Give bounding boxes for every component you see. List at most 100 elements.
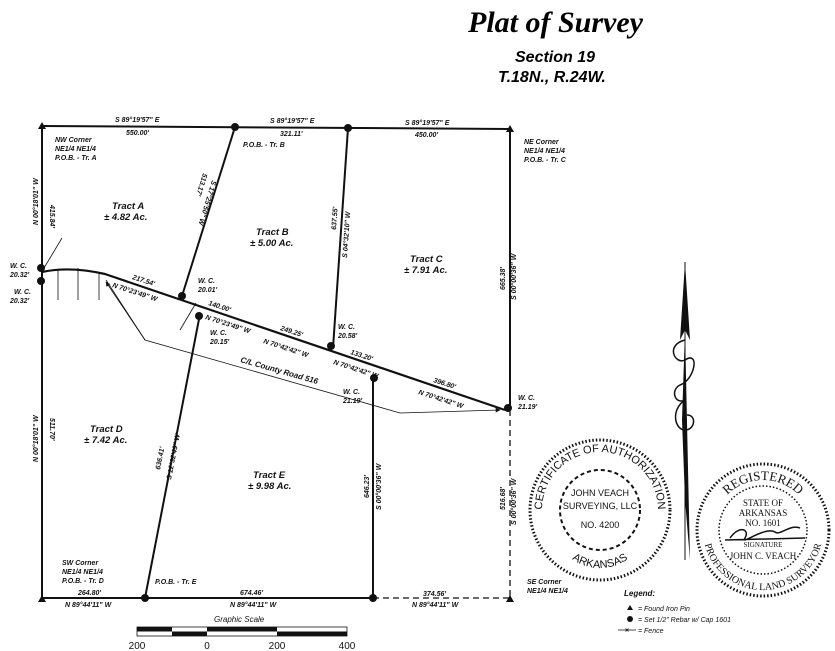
- set-rebar-icon: [195, 312, 203, 320]
- legend-item: = Found Iron Pin: [638, 606, 690, 613]
- call-bearing: S 89°19'57" E: [115, 116, 160, 124]
- seal-ring-bottom-text: ARKANSAS: [570, 551, 629, 571]
- seal-company-line1: JOHN VEACH: [571, 488, 629, 498]
- tract-a-area: ± 4.82 Ac.: [104, 212, 147, 223]
- sw-corner-label: P.O.B. - Tr. D: [62, 578, 104, 585]
- set-rebar-icon: [504, 404, 512, 412]
- tract-d-area: ± 7.42 Ac.: [84, 435, 127, 446]
- call-distance: 374.56': [423, 591, 446, 598]
- se-corner-label: SE Corner: [527, 579, 563, 586]
- nw-corner-label: P.O.B. - Tr. A: [55, 155, 97, 162]
- found-iron-pin-icon: [506, 125, 514, 132]
- witness-corner-value: 20.15': [209, 339, 230, 346]
- call-distance: 415.84': [48, 204, 55, 228]
- sw-corner-label: SW Corner: [62, 560, 99, 567]
- call-bearing: N 89°44'11" W: [412, 601, 460, 609]
- tract-b-name: Tract B: [256, 227, 289, 238]
- call-distance: 674.46': [240, 590, 263, 597]
- signature: [724, 526, 806, 541]
- tract-e-name: Tract E: [253, 470, 286, 481]
- set-rebars: [37, 123, 512, 602]
- tract-d-name: Tract D: [90, 424, 123, 435]
- seal-surveyor-name: JOHN C. VEACH: [730, 551, 797, 561]
- boundary-lines: [41, 125, 511, 599]
- found-iron-pins: [38, 122, 514, 602]
- witness-corner-label: W. C.: [343, 389, 360, 396]
- nw-corner-label: NE1/4 NE1/4: [55, 146, 96, 153]
- set-rebar-icon: [37, 264, 45, 272]
- legend-item: = Set 1/2" Rebar w/ Cap 1601: [638, 617, 731, 624]
- corner-labels: NW Corner NE1/4 NE1/4 P.O.B. - Tr. A NE …: [55, 137, 568, 595]
- scale-tick-label: 200: [269, 641, 286, 651]
- seal-signature-label: SIGNATURE: [744, 541, 783, 549]
- call-bearing: N 70°42'42" W: [332, 358, 380, 380]
- ne-corner-label: P.O.B. - Tr. C: [524, 157, 567, 164]
- county-road-centerline: [105, 279, 501, 414]
- ne-corner-label: NE1/4 NE1/4: [524, 148, 565, 155]
- scale-tick-label: 200: [129, 641, 146, 651]
- witness-corner-label: W. C.: [338, 324, 355, 331]
- witness-corner-label: W. C.: [10, 263, 27, 270]
- witness-corner-label: W. C.: [14, 289, 31, 296]
- seal-ring-top-text: CERTIFICATE OF AUTHORIZATION: [533, 443, 667, 510]
- call-bearing: S 89°19'57" E: [270, 117, 315, 125]
- call-distance: 450.00': [414, 132, 438, 139]
- tract-c-area: ± 7.91 Ac.: [404, 265, 447, 276]
- found-iron-pin-icon: [506, 595, 514, 602]
- graphic-scale: Graphic Scale 200 0 200 400: [129, 615, 356, 651]
- call-bearing: S 00°00'36" W: [375, 462, 383, 510]
- boundary-calls: S 89°19'57" E 550.00' S 89°19'57" E 321.…: [32, 116, 518, 609]
- seal-ring-top-text: REGISTERED: [719, 468, 806, 497]
- set-rebar-icon: [231, 123, 239, 131]
- scale-tick-label: 0: [204, 641, 210, 651]
- scale-title: Graphic Scale: [214, 615, 265, 624]
- set-rebar-icon: [178, 292, 186, 300]
- seal-certificate-of-authorization: CERTIFICATE OF AUTHORIZATION ARKANSAS JO…: [528, 438, 672, 582]
- set-rebar-icon: [327, 342, 335, 350]
- seal-certificate-number: NO. 4200: [581, 520, 620, 530]
- set-rebar-icon: [369, 594, 377, 602]
- witness-corner-labels: W. C. 20.32' W. C. 20.32' W. C. 20.01' W…: [9, 263, 538, 411]
- call-distance: 321.11': [280, 131, 303, 138]
- north-arrow-icon: [672, 262, 695, 560]
- seal-state-line2: ARKANSAS: [739, 508, 788, 518]
- witness-corner-value: 20.58': [337, 333, 358, 340]
- call-distance: 550.00': [126, 130, 149, 137]
- witness-corner-value: 20.32': [9, 298, 30, 305]
- set-rebar-icon: [370, 374, 378, 382]
- call-bearing: N 70°42'42" W: [417, 388, 465, 410]
- witness-corner-label: W. C.: [198, 278, 215, 285]
- township-range-label: T.18N., R.24W.: [498, 69, 606, 86]
- call-distance: 637.55': [331, 206, 340, 230]
- set-rebar-icon: [37, 277, 45, 285]
- legend: Legend: = Found Iron Pin = Set 1/2" Reba…: [618, 589, 731, 635]
- found-iron-pin-icon: [627, 605, 633, 610]
- call-bearing: N 89°44'11" W: [65, 601, 113, 609]
- witness-corner-value: 20.32': [9, 272, 30, 279]
- sw-corner-label: NE1/4 NE1/4: [62, 569, 103, 576]
- call-distance: 665.38': [500, 267, 507, 290]
- call-distance: 511.70': [48, 418, 55, 441]
- set-rebar-icon: [344, 124, 352, 132]
- nw-corner-label: NW Corner: [55, 137, 93, 144]
- call-bearing: N 00°18'01" W: [32, 177, 40, 225]
- call-distance: 646.23': [364, 475, 371, 498]
- call-bearing: N 00°18'01" W: [32, 414, 40, 462]
- legend-title: Legend:: [624, 589, 655, 598]
- witness-corner-value: 20.01': [197, 287, 218, 294]
- pob-tract-b-label: P.O.B. - Tr. B: [243, 142, 285, 149]
- tract-labels: Tract A ± 4.82 Ac. Tract B ± 5.00 Ac. Tr…: [84, 201, 447, 492]
- call-distance: 516.68': [500, 487, 507, 510]
- witness-corner-label: W. C.: [210, 330, 227, 337]
- call-distance: 636.41': [155, 446, 166, 470]
- call-bearing: S 00°00'36" W: [510, 252, 518, 300]
- ne-corner-label: NE Corner: [524, 139, 560, 146]
- set-rebar-icon: [141, 594, 149, 602]
- se-corner-label: NE1/4 NE1/4: [527, 588, 568, 595]
- pob-tract-e-label: P.O.B. - Tr. E: [155, 579, 197, 586]
- found-iron-pin-icon: [38, 595, 46, 602]
- tract-a-name: Tract A: [112, 201, 144, 212]
- seal-ring-bottom-text: PROFESSIONAL LAND SURVEYOR: [702, 542, 824, 593]
- call-bearing: N 89°44'11" W: [230, 601, 278, 609]
